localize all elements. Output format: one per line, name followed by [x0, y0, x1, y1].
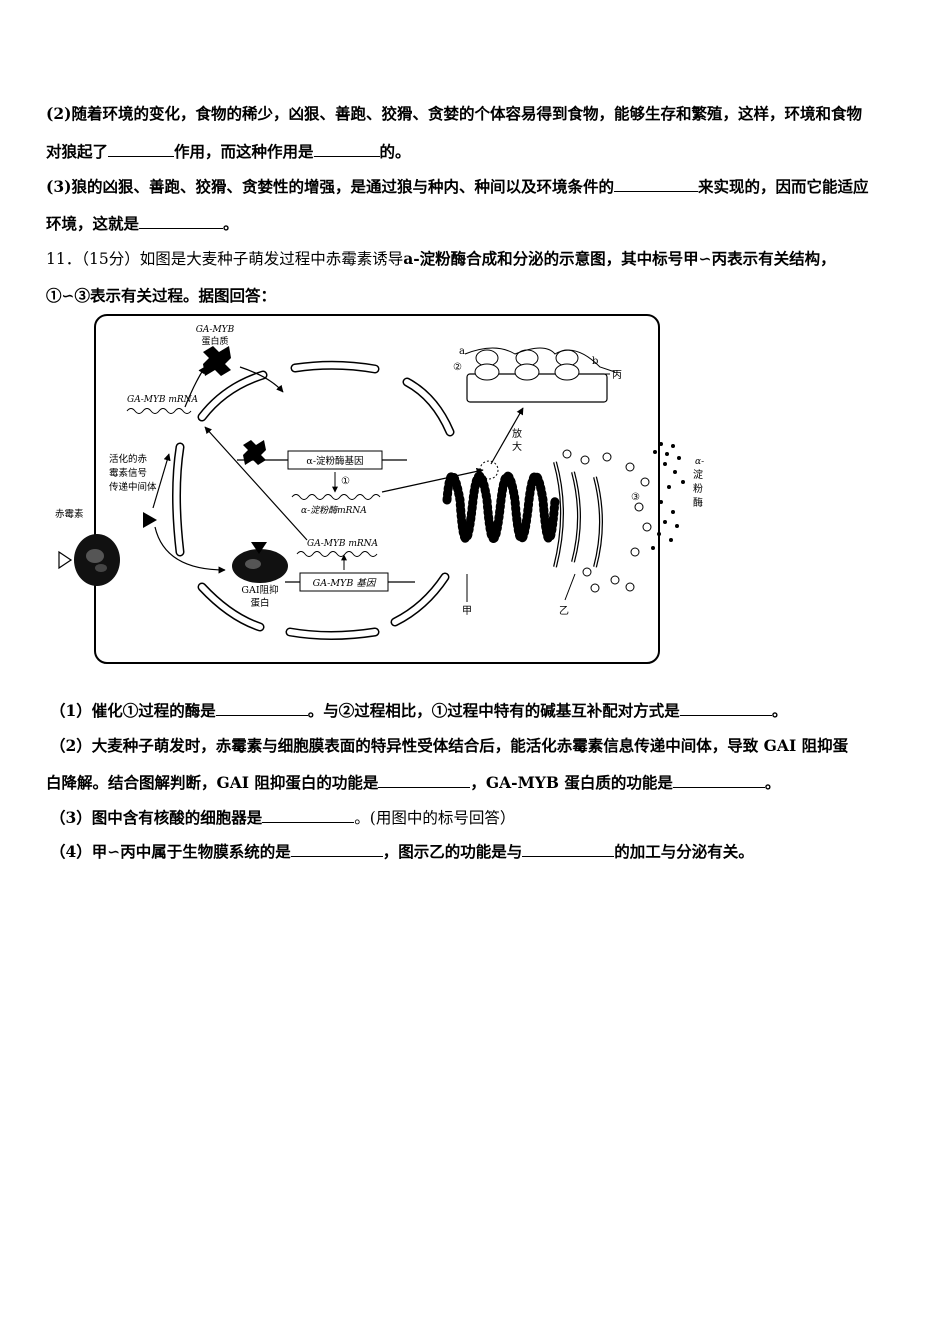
q10-part3-line1: (3)狼的凶狠、善跑、狡猾、贪婪性的增强，是通过狼与种内、种间以及环境条件的来实…	[46, 176, 869, 196]
ga-myb-protein-label: GA-MYB	[196, 325, 235, 335]
q10-part3-line2: 环境，这就是。	[46, 213, 239, 233]
golgi-yi	[553, 461, 603, 568]
arrow-enlarge	[490, 407, 524, 465]
amylase-gene-label: α-淀粉酶基因	[306, 455, 363, 467]
arrow-mrna-to-er	[381, 467, 484, 493]
answer-blank[interactable]	[290, 841, 383, 857]
secretory-vesicles	[562, 449, 652, 593]
q11-sub1: （1）催化①过程的酶是。与②过程相比，①过程中特有的碱基互补配对方式是。	[50, 700, 788, 720]
ga-myb-mrna-bottom-wave	[296, 551, 378, 557]
enlarge-label-1: 放	[512, 427, 522, 440]
gibberellin-amylase-diagram: GA-MYB 蛋白质 GA-MYB mRNA α-淀粉酶基因 ① α-淀粉酶mR…	[55, 314, 704, 664]
q11-stem-line2: ①∽③表示有关过程。据图回答：	[46, 286, 276, 305]
label-bing: 丙	[612, 370, 622, 381]
gibberellin-icon	[58, 550, 73, 570]
label-jia: 甲	[462, 606, 472, 617]
answer-blank[interactable]	[215, 700, 308, 716]
bound-ga-myb-icon	[243, 440, 266, 465]
q10-part2-line1: (2)随着环境的变化，食物的稀少，凶狠、善跑、狡猾、贪婪的个体容易得到食物，能够…	[46, 104, 862, 123]
cell-outline	[94, 314, 660, 664]
amylase-side-label-4: 酶	[693, 496, 703, 509]
ga-myb-mrna-wave	[126, 408, 192, 414]
gai-label-2: 蛋白	[250, 597, 269, 609]
ga-myb-mrna-top-label: GA-MYB mRNA	[127, 395, 199, 405]
step-3-label: ③	[631, 492, 640, 503]
ga-myb-gene-label: GA-MYB 基因	[313, 578, 377, 589]
bound-signal-icon	[251, 542, 267, 554]
yi-pointer	[564, 573, 576, 601]
arrow-protein-to-nucleus	[239, 366, 284, 393]
ribosomes-inset	[474, 349, 580, 381]
q10-part2-line2: 对狼起了作用，而这种作用是的。	[46, 141, 411, 161]
arrow-mrna-to-protein	[184, 366, 206, 408]
answer-blank[interactable]	[679, 700, 772, 716]
q11-sub3: （3）图中含有核酸的细胞器是。(用图中的标号回答）	[50, 807, 516, 827]
q11-sub2-line2: 白降解。结合图解判断，GAI 阻抑蛋白的功能是，GA-MYB 蛋白质的功能是。	[46, 772, 781, 792]
label-yi: 乙	[559, 605, 569, 617]
signal-label-1: 活化的赤	[109, 453, 148, 465]
arrow-signal-up	[152, 453, 171, 509]
answer-blank[interactable]	[313, 141, 380, 157]
q11-stem-line1: 11．（15分）如图是大麦种子萌发过程中赤霉素诱导a-淀粉酶合成和分泌的示意图，…	[46, 249, 836, 268]
q11-sub4: （4）甲∽丙中属于生物膜系统的是，图示乙的功能是与的加工与分泌有关。	[50, 841, 754, 861]
label-a: a	[459, 346, 465, 357]
amylase-side-label-2: 淀	[693, 468, 703, 481]
label-b: b	[592, 356, 598, 367]
enlarge-label-2: 大	[512, 440, 522, 453]
gibberellin-label: 赤霉素	[55, 508, 84, 520]
ga-myb-protein-icon	[203, 346, 231, 376]
answer-blank[interactable]	[522, 841, 615, 857]
ga-myb-protein-label-2: 蛋白质	[201, 335, 228, 347]
ga-myb-gene-box	[299, 572, 389, 592]
arrow-signal-to-gai	[154, 526, 226, 574]
amylase-gene-box	[287, 450, 383, 470]
answer-blank[interactable]	[672, 772, 765, 788]
mrna-strand-inset	[464, 347, 616, 373]
answer-blank[interactable]	[139, 213, 224, 229]
answer-blank[interactable]	[108, 141, 175, 157]
gai-label-1: GAI阻抑	[241, 584, 278, 596]
amylase-particles	[651, 442, 685, 550]
amylase-side-label-1: α-	[695, 457, 704, 467]
amylase-side-label-3: 粉	[693, 482, 703, 495]
answer-blank[interactable]	[378, 772, 471, 788]
enlarge-circle	[479, 460, 499, 480]
signal-label-2: 霉素信号	[109, 467, 147, 479]
q11-sub2-line1: （2）大麦种子萌发时，赤霉素与细胞膜表面的特异性受体结合后，能活化赤霉素信息传递…	[50, 736, 849, 755]
step-2-label: ②	[453, 362, 462, 373]
step-1-label: ①	[341, 476, 350, 487]
amylase-mrna-wave	[291, 494, 381, 500]
ga-myb-mrna-bottom-label: GA-MYB mRNA	[307, 539, 379, 549]
signal-label-3: 传递中间体	[109, 481, 157, 493]
answer-blank[interactable]	[613, 176, 698, 192]
answer-blank[interactable]	[262, 807, 355, 823]
arrow-mrna-to-cytoplasm	[204, 426, 308, 541]
amylase-mrna-label: α-淀粉酶mRNA	[301, 505, 367, 516]
nuclear-envelope	[172, 360, 455, 640]
signal-intermediate-icon	[143, 512, 157, 528]
